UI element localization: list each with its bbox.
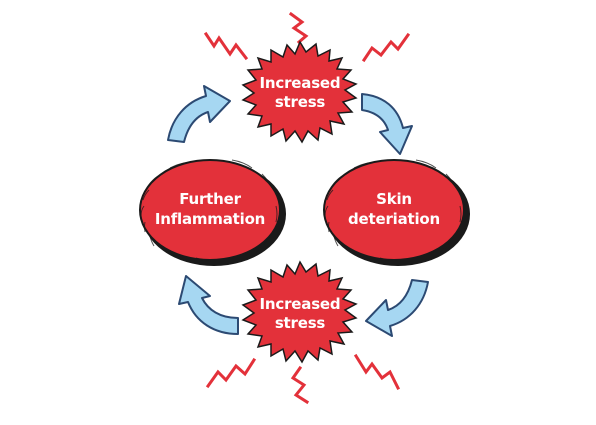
node-left-line2: Inflammation	[155, 210, 265, 228]
oval-hatching-right	[324, 159, 462, 262]
curved-arrow-bottom-right-icon	[365, 279, 429, 337]
zigzag-top-left-icon	[203, 31, 249, 61]
zigzag-bottom-right-icon	[353, 353, 401, 391]
oval-shape-left	[139, 159, 281, 261]
cycle-arrows	[167, 85, 429, 337]
oval-shape-right	[323, 159, 465, 261]
zigzag-bottom-center-icon	[290, 365, 310, 405]
node-bottom-line1: Increased	[260, 295, 341, 313]
zigzag-top-center-icon	[288, 11, 309, 45]
curved-arrow-bottom-left-icon	[178, 275, 239, 335]
zigzag-top-right-icon	[361, 32, 411, 63]
zigzag-bottom-left-icon	[205, 357, 257, 389]
curved-arrow-top-right-icon	[361, 93, 413, 155]
node-top-line2: stress	[275, 93, 326, 111]
curved-arrow-top-left-icon	[167, 85, 231, 143]
node-skin-deteriation: Skin deteriation	[323, 159, 470, 266]
burst-shape-top	[241, 40, 358, 144]
node-bottom-line2: stress	[275, 314, 326, 332]
burst-shape-bottom	[241, 260, 358, 364]
stress-bursts	[203, 11, 411, 405]
node-right-line1: Skin	[376, 190, 412, 208]
node-top-line1: Increased	[260, 74, 341, 92]
node-increased-stress-top: Increased stress	[241, 40, 358, 144]
node-right-line2: deteriation	[348, 210, 440, 228]
oval-hatching-left	[140, 159, 278, 262]
node-left-line1: Further	[179, 190, 241, 208]
node-increased-stress-bottom: Increased stress	[241, 260, 358, 364]
node-further-inflammation: Further Inflammation	[139, 159, 286, 266]
